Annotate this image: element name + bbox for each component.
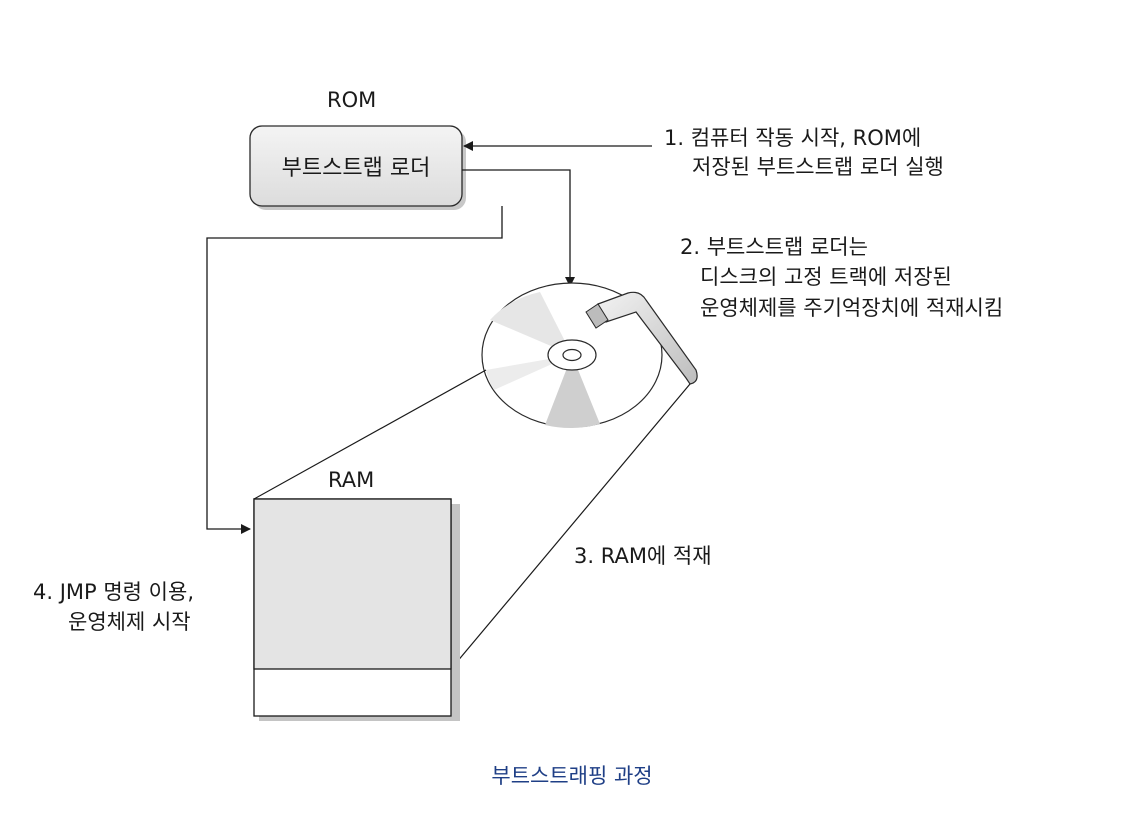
ram-label: RAM (328, 468, 375, 492)
step1-line2: 저장된 부트스트랩 로더 실행 (692, 155, 944, 179)
step4-line1: 4. JMP 명령 이용, (33, 580, 194, 604)
step2-arrow (462, 169, 575, 287)
step3-label: 3. RAM에 적재 (574, 544, 712, 568)
ram-loaded-os-region (253, 498, 452, 670)
step4-line2: 운영체제 시작 (68, 610, 191, 634)
step4-arrow (206, 206, 503, 534)
step2-line1: 2. 부트스트랩 로더는 (680, 235, 868, 259)
figure-caption: 부트스트래핑 과정 (491, 764, 653, 788)
rom-box (249, 125, 463, 207)
step2-line3: 운영체제를 주기억장치에 적재시킴 (700, 296, 1004, 320)
bootloader-label: 부트스트랩 로더 (281, 156, 431, 181)
disk-icon (481, 282, 663, 428)
disk-arm-icon (585, 291, 698, 385)
step1-line1: 1. 컴퓨터 작동 시작, ROM에 (664, 126, 922, 150)
projection-line-left (253, 369, 487, 500)
rom-label: ROM (327, 88, 377, 112)
projection-line-right (450, 383, 691, 670)
step2-line2: 디스크의 고정 트랙에 저장된 (700, 265, 952, 289)
